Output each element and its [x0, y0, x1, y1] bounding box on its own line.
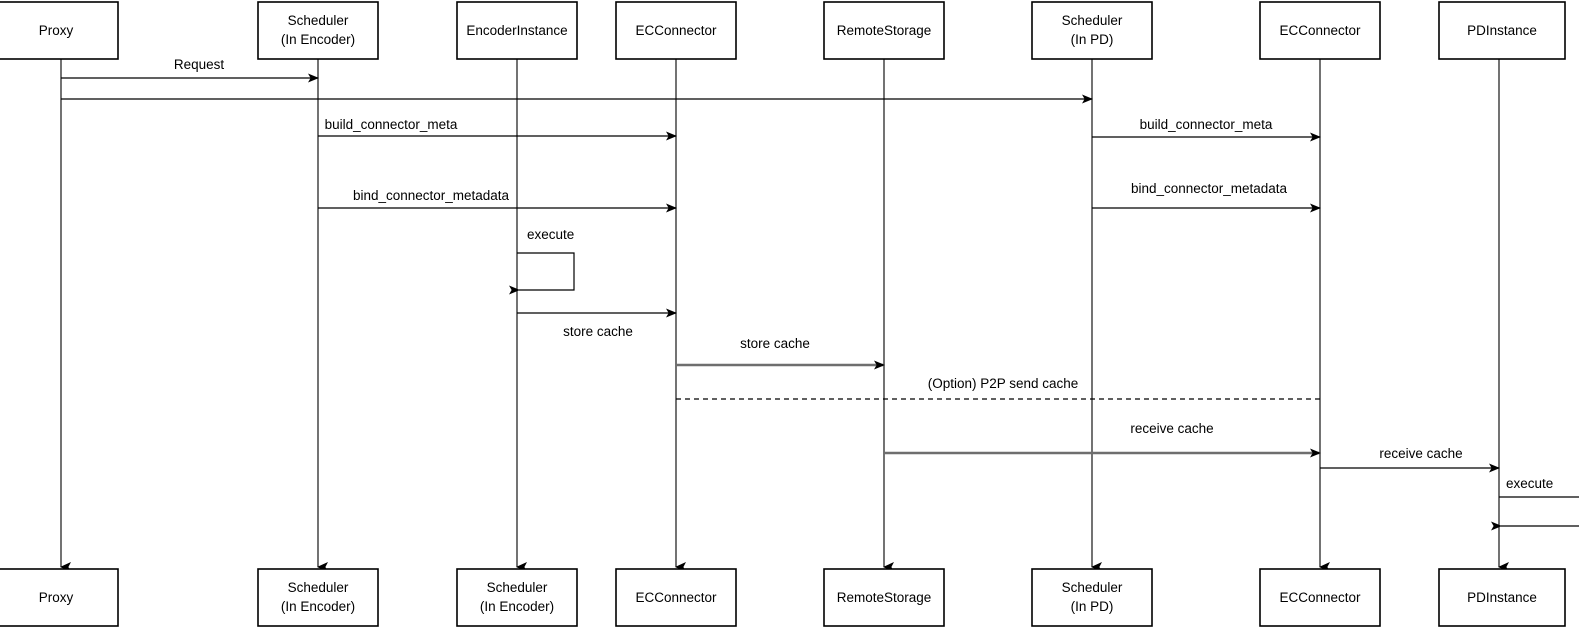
participant-box-proxy-bottom[interactable]: Proxy	[0, 568, 119, 627]
participant-label-line2: (In Encoder)	[480, 599, 554, 614]
participant-box-rect	[257, 568, 379, 627]
participant-label-line1: Scheduler	[487, 580, 548, 595]
self-message-path	[1491, 496, 1579, 531]
participant-label-line2: (In Encoder)	[281, 599, 355, 614]
message-label: build_connector_meta	[325, 117, 458, 132]
participant-label-line2: (In Encoder)	[281, 32, 355, 47]
message-request[interactable]: Request	[61, 57, 319, 83]
message-bind-connector-metadata-encoder[interactable]: bind_connector_metadata	[318, 188, 677, 213]
bottom-participant-boxes: Proxy Scheduler (In Encoder) Scheduler (In E…	[0, 568, 1566, 627]
participant-box-rect	[823, 568, 945, 627]
self-message-path	[509, 252, 575, 295]
participant-label-line1: Scheduler	[288, 580, 349, 595]
participant-box-rect	[823, 1, 945, 60]
participant-label-line1: ECConnector	[1279, 23, 1361, 38]
messages-group: Request build_connector_meta build_connect…	[61, 57, 1500, 473]
participant-label-line2: (In PD)	[1071, 599, 1114, 614]
self-message-execute-encoder[interactable]: execute	[509, 227, 575, 295]
participant-box-remote-storage-bottom[interactable]: RemoteStorage	[823, 568, 945, 627]
message-build-connector-meta-pd[interactable]: build_connector_meta	[1092, 117, 1321, 142]
participant-label-line1: ECConnector	[635, 590, 717, 605]
message-store-cache-remote[interactable]: store cache	[676, 336, 885, 370]
self-message-label: execute	[1506, 476, 1553, 491]
participant-label-line1: ECConnector	[635, 23, 717, 38]
participant-box-scheduler-in-pd-top[interactable]: Scheduler (In PD)	[1031, 1, 1153, 60]
participant-box-ec-connector-encoder-top[interactable]: ECConnector	[615, 1, 737, 60]
participant-label-line1: PDInstance	[1467, 23, 1537, 38]
participant-label-line1: RemoteStorage	[837, 23, 932, 38]
participant-box-rect	[1031, 1, 1153, 60]
participant-label-line1: Proxy	[39, 590, 74, 605]
participant-box-ec-connector-pd-top[interactable]: ECConnector	[1259, 1, 1381, 60]
message-label: (Option) P2P send cache	[928, 376, 1079, 391]
participant-box-rect	[0, 1, 119, 60]
participant-box-scheduler-in-pd-bottom[interactable]: Scheduler (In PD)	[1031, 568, 1153, 627]
message-bind-connector-metadata-pd[interactable]: bind_connector_metadata	[1092, 181, 1321, 213]
participant-box-rect	[615, 568, 737, 627]
participant-label-line1: Scheduler	[1062, 13, 1123, 28]
participant-label-line1: PDInstance	[1467, 590, 1537, 605]
participant-label-line2: (In PD)	[1071, 32, 1114, 47]
message-label: bind_connector_metadata	[353, 188, 510, 203]
participant-box-pd-instance-top[interactable]: PDInstance	[1438, 1, 1566, 60]
message-receive-cache-ec-to-pd[interactable]: receive cache	[1320, 446, 1500, 473]
message-p2p-send-cache[interactable]: (Option) P2P send cache	[676, 376, 1320, 400]
participant-box-ec-connector-pd-bottom[interactable]: ECConnector	[1259, 568, 1381, 627]
participant-box-rect	[1259, 568, 1381, 627]
participant-box-rect	[1438, 1, 1566, 60]
participant-box-encoder-instance-top[interactable]: EncoderInstance	[456, 1, 578, 60]
participant-label-line1: RemoteStorage	[837, 590, 932, 605]
participant-box-ec-connector-encoder-bottom[interactable]: ECConnector	[615, 568, 737, 627]
message-receive-cache-remote-to-ec[interactable]: receive cache	[884, 421, 1321, 458]
message-label: build_connector_meta	[1140, 117, 1273, 132]
participant-box-rect	[615, 1, 737, 60]
self-message-execute-pd[interactable]: execute	[1491, 476, 1579, 531]
participant-box-pd-instance-bottom[interactable]: PDInstance	[1438, 568, 1566, 627]
participant-box-rect	[1031, 568, 1153, 627]
self-message-label: execute	[527, 227, 574, 242]
message-label: store cache	[563, 324, 633, 339]
participant-box-rect	[0, 568, 119, 627]
message-build-connector-meta-encoder[interactable]: build_connector_meta	[318, 117, 677, 141]
message-encoder-to-ec-connector[interactable]: store cache	[517, 308, 677, 339]
participant-label-line1: EncoderInstance	[466, 23, 567, 38]
participant-box-remote-storage-top[interactable]: RemoteStorage	[823, 1, 945, 60]
participant-box-rect	[257, 1, 379, 60]
participant-box-scheduler-in-encoder-bottom[interactable]: Scheduler (In Encoder)	[257, 568, 379, 627]
participant-label-line1: Proxy	[39, 23, 74, 38]
message-label: receive cache	[1130, 421, 1213, 436]
message-label: bind_connector_metadata	[1131, 181, 1288, 196]
participant-box-encoder-instance-bottom[interactable]: Scheduler (In Encoder)	[456, 568, 578, 627]
participant-label-line1: ECConnector	[1279, 590, 1361, 605]
top-participant-boxes: Proxy Scheduler (In Encoder) EncoderInstanc…	[0, 1, 1566, 60]
message-label: receive cache	[1379, 446, 1462, 461]
participant-box-scheduler-in-encoder-top[interactable]: Scheduler (In Encoder)	[257, 1, 379, 60]
participant-box-rect	[1438, 568, 1566, 627]
participant-box-proxy-top[interactable]: Proxy	[0, 1, 119, 60]
participant-box-rect	[456, 1, 578, 60]
participant-box-rect	[1259, 1, 1381, 60]
participant-box-rect	[456, 568, 578, 627]
participant-label-line1: Scheduler	[288, 13, 349, 28]
self-messages-group: execute execute	[509, 227, 1579, 531]
message-label: store cache	[740, 336, 810, 351]
lifelines-group	[60, 59, 1509, 572]
participant-label-line1: Scheduler	[1062, 580, 1123, 595]
message-label: Request	[174, 57, 225, 72]
